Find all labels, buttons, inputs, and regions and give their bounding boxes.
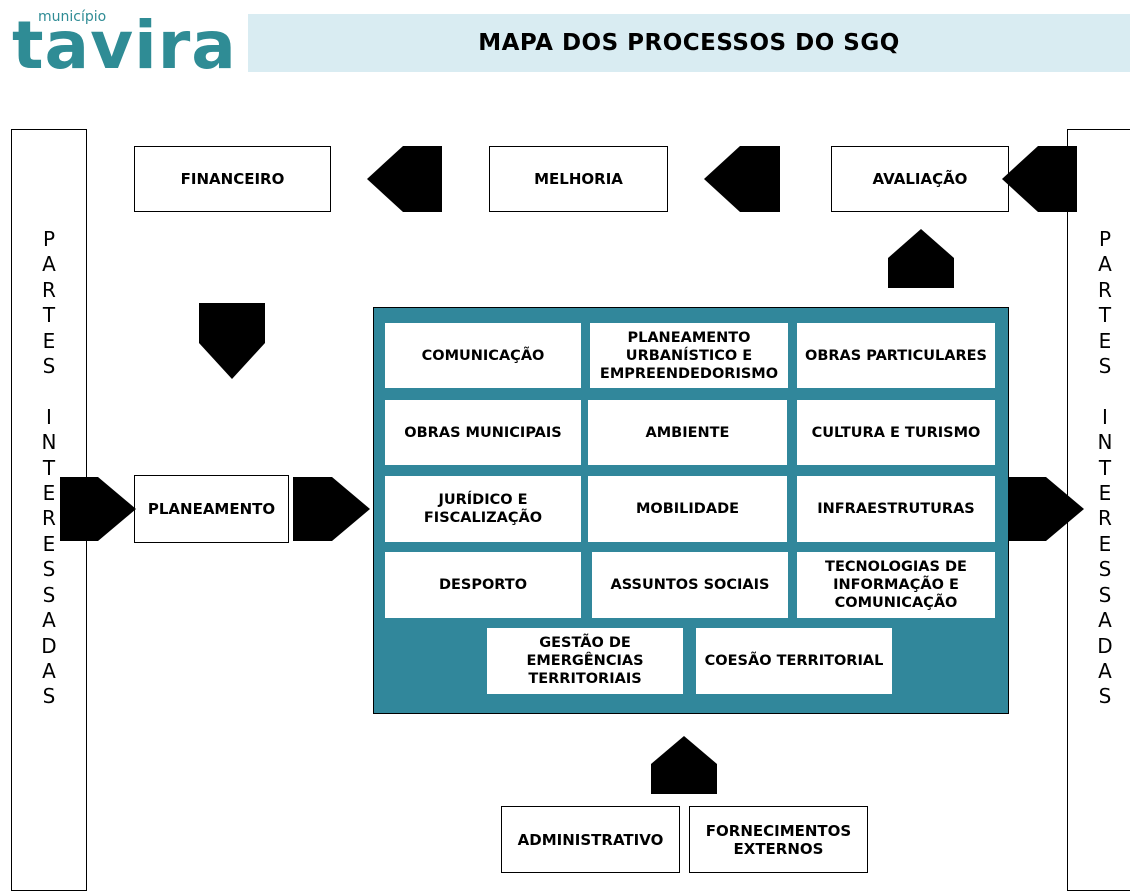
- process-ambiente: AMBIENTE: [588, 400, 787, 465]
- arrow-down-to-planeamento: [199, 303, 265, 379]
- side-column-right: P A R T E S I N T E R E S S A D A S: [1067, 129, 1130, 891]
- arrow-up-to-core: [651, 736, 717, 794]
- process-cultura-turismo: CULTURA E TURISMO: [797, 400, 995, 465]
- process-desporto: DESPORTO: [385, 552, 581, 618]
- process-comunicacao: COMUNICAÇÃO: [385, 323, 581, 388]
- process-infraestruturas: INFRAESTRUTURAS: [797, 476, 995, 542]
- process-coesao-territorial: COESÃO TERRITORIAL: [696, 628, 892, 694]
- arrow-left-to-melhoria: [704, 146, 780, 212]
- box-avaliacao: AVALIAÇÃO: [831, 146, 1009, 212]
- core-processes-panel: COMUNICAÇÃO PLANEAMENTO URBANÍSTICO E EM…: [373, 307, 1009, 714]
- title-bar: MAPA DOS PROCESSOS DO SGQ: [248, 14, 1130, 72]
- process-gestao-emergencias: GESTÃO DE EMERGÊNCIAS TERRITORIAIS: [487, 628, 683, 694]
- arrow-right-to-partes-right: [1008, 477, 1084, 541]
- box-financeiro: FINANCEIRO: [134, 146, 331, 212]
- page-title: MAPA DOS PROCESSOS DO SGQ: [478, 30, 900, 56]
- side-label-right: P A R T E S I N T E R E S S A D A S: [1097, 227, 1113, 709]
- arrow-right-from-partes-left: [60, 477, 136, 541]
- arrow-left-to-financeiro: [367, 146, 442, 212]
- box-melhoria: MELHORIA: [489, 146, 668, 212]
- process-assuntos-sociais: ASSUNTOS SOCIAIS: [592, 552, 788, 618]
- logo-municipio-text: município: [38, 9, 107, 25]
- side-label-left: P A R T E S I N T E R E S S A D A S: [41, 227, 57, 709]
- process-juridico-fiscalizacao: JURÍDICO E FISCALIZAÇÃO: [385, 476, 581, 542]
- box-fornecimentos-externos: FORNECIMENTOS EXTERNOS: [689, 806, 868, 873]
- arrow-right-to-core: [293, 477, 370, 541]
- logo-tavira: tavira: [12, 7, 237, 84]
- process-planeamento-urbanistico: PLANEAMENTO URBANÍSTICO E EMPREENDEDORIS…: [590, 323, 788, 388]
- box-planeamento: PLANEAMENTO: [134, 475, 289, 543]
- process-mobilidade: MOBILIDADE: [588, 476, 787, 542]
- box-administrativo: ADMINISTRATIVO: [501, 806, 680, 873]
- process-tecnologias: TECNOLOGIAS DE INFORMAÇÃO E COMUNICAÇÃO: [797, 552, 995, 618]
- process-obras-particulares: OBRAS PARTICULARES: [797, 323, 995, 388]
- process-obras-municipais: OBRAS MUNICIPAIS: [385, 400, 581, 465]
- arrow-left-to-avaliacao: [1002, 146, 1077, 212]
- arrow-up-to-avaliacao: [888, 229, 954, 288]
